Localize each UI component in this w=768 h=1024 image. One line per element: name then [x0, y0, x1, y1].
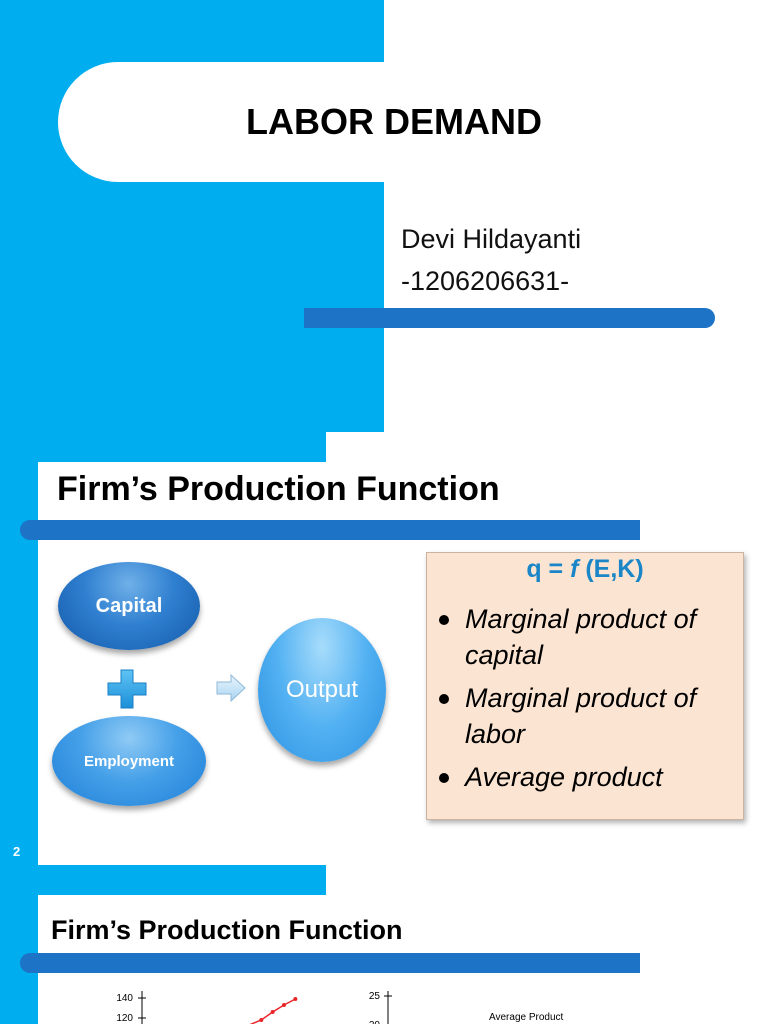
capital-label: Capital [95, 594, 163, 617]
formula-suffix: (E,K) [578, 555, 644, 583]
bullet-icon [439, 773, 449, 783]
list-item: Marginal product of labor [437, 680, 737, 752]
title-pill [58, 62, 768, 182]
plus-icon [107, 669, 147, 709]
list-item: Average product [437, 759, 737, 795]
list-item-text: Marginal product of capital [465, 604, 697, 670]
y-tick-label: 120 [116, 1013, 133, 1024]
page-number: 2 [13, 844, 21, 859]
formula-box: q = f (E,K) Marginal product of capital … [426, 552, 744, 820]
production-function-slide: Firm’s Production Function Capital Emplo… [0, 432, 768, 865]
slide-title: Firm’s Production Function [57, 470, 500, 508]
production-charts: 140 120 25 20 Average Product [116, 991, 564, 1024]
production-chart-slide: Firm’s Production Function 140 120 25 20… [0, 865, 768, 1024]
total-product-chart: 140 120 [116, 991, 298, 1024]
concept-list: Marginal product of capital Marginal pro… [437, 601, 737, 802]
title-underline-bar [20, 953, 640, 973]
production-formula: q = f (E,K) [427, 555, 743, 584]
legend-label: Average Product [489, 1012, 564, 1023]
title-slide: LABOR DEMAND Devi Hildayanti -1206206631… [0, 0, 768, 432]
slide-title: LABOR DEMAND [246, 101, 542, 142]
capital-bubble: Capital [58, 562, 200, 650]
top-accent-band [0, 865, 326, 895]
y-tick-label: 25 [369, 991, 381, 1002]
slide-title: Firm’s Production Function [51, 915, 403, 945]
average-product-chart: 25 20 Average Product [369, 991, 564, 1024]
data-point [293, 997, 298, 1001]
student-id: -1206206631- [401, 266, 570, 296]
top-accent-band [0, 432, 326, 462]
bullet-icon [439, 694, 449, 704]
formula-function: f [570, 555, 579, 583]
author-block: Devi Hildayanti -1206206631- [401, 218, 581, 302]
bullet-icon [439, 615, 449, 625]
data-point [259, 1018, 264, 1022]
formula-prefix: q = [526, 555, 571, 583]
list-item-text: Average product [465, 762, 663, 792]
list-item: Marginal product of capital [437, 601, 737, 673]
data-point [270, 1010, 275, 1014]
series-line [249, 998, 296, 1024]
y-tick-label: 140 [116, 993, 133, 1004]
output-bubble: Output [258, 618, 386, 762]
data-point [282, 1003, 286, 1007]
author-name: Devi Hildayanti [401, 224, 582, 254]
employment-bubble: Employment [52, 716, 206, 806]
employment-label: Employment [83, 752, 174, 770]
arrow-right-icon [216, 673, 246, 703]
y-tick-label: 20 [369, 1020, 381, 1024]
accent-bar [304, 308, 715, 328]
output-label: Output [285, 676, 359, 703]
total-product-series [249, 997, 298, 1024]
title-underline-bar [20, 520, 640, 540]
list-item-text: Marginal product of labor [465, 683, 697, 749]
